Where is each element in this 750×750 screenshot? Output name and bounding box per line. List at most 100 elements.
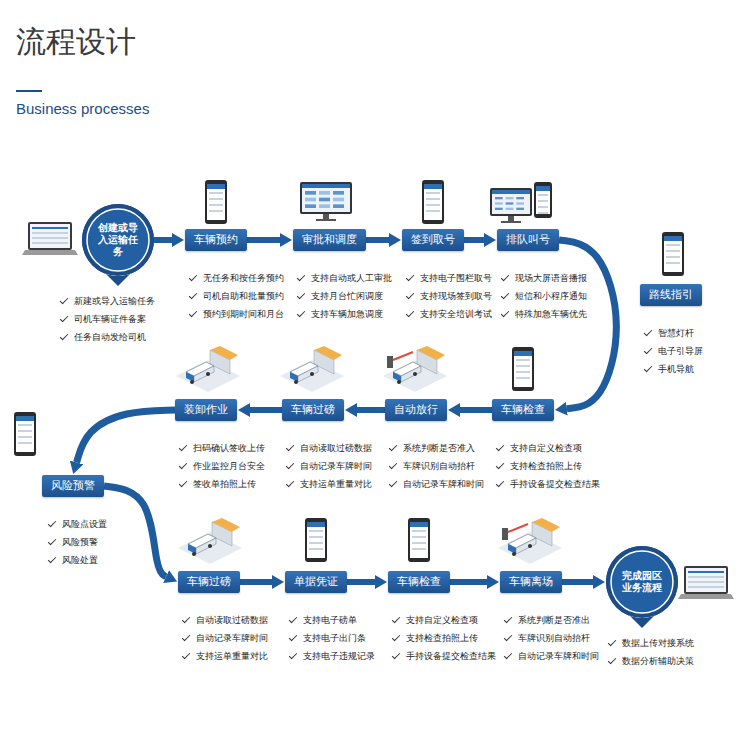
flow-arrow (240, 579, 272, 585)
process-box: 车辆过磅 (282, 399, 344, 421)
map-pin-node: 创建或导入运输任务新建或导入运输任务司机车辆证件备案任务自动发给司机 (80, 202, 156, 286)
bullet-item: 支持电子违规记录 (289, 647, 375, 665)
bullet-text: 自动记录车牌时间 (196, 629, 268, 647)
laptop-row (32, 232, 68, 234)
process-box: 车辆预约 (185, 229, 247, 251)
phone-screen (424, 184, 442, 220)
check-mark (392, 632, 400, 640)
yard-scene (176, 346, 240, 392)
bullet-item: 作业监控月台安全 (179, 457, 265, 475)
yard-scene (178, 518, 242, 564)
monitor-stand (508, 216, 514, 221)
process-node: 车辆检查支持自定义检查项支持检查拍照上传手持设备提交检查结果 (492, 399, 554, 421)
laptop-screen (686, 568, 726, 592)
phone-screen (307, 522, 325, 558)
bullet-list: 支持自动或人工审批支持月台忙闲调度支持车辆加急调度 (297, 269, 392, 323)
bullet-text: 支持运单重量对比 (300, 475, 372, 493)
check-mark (496, 478, 504, 486)
process-node: 风险预警风险点设置风险预警风险处置 (42, 475, 104, 497)
phone-line (412, 542, 426, 544)
check-mark (608, 637, 616, 645)
check-mark (504, 650, 512, 658)
check-mark (504, 632, 512, 640)
monitor-tile (305, 191, 316, 195)
subtitle: Business processes (16, 100, 149, 117)
phone-icon (408, 518, 430, 562)
bullet-text: 支持电子磅单 (303, 611, 357, 629)
process-node: 签到取号支持电子围栏取号支持现场签到取号支持安全培训考试 (402, 229, 464, 251)
bullet-item: 任务自动发给司机 (60, 328, 155, 346)
check-mark (644, 345, 652, 353)
bullet-list: 支持自定义检查项支持检查拍照上传手持设备提交检查结果 (392, 611, 496, 665)
ground (280, 360, 344, 392)
bullet-item: 系统判断是否准出 (504, 611, 599, 629)
monitor-stand (323, 214, 329, 219)
check-mark (496, 460, 504, 468)
flow-arrow (154, 237, 172, 243)
phone-line (538, 200, 548, 202)
phone-screen (664, 236, 682, 272)
phone-body (408, 518, 430, 562)
laptop-icon (678, 566, 734, 599)
trailer-side (401, 366, 421, 382)
bullet-text: 电子引导屏 (658, 342, 703, 360)
phone-icon (422, 180, 444, 224)
check-mark (286, 478, 294, 486)
process-box: 自动放行 (385, 399, 447, 421)
pin-label: 完成园区业务流程 (622, 570, 662, 594)
bullet-text: 扫码确认签收上传 (193, 439, 265, 457)
phone-body (512, 347, 534, 391)
laptop-row (688, 571, 724, 573)
monitor-bar (492, 190, 530, 194)
monitor-tile (516, 202, 524, 204)
phone-line (666, 244, 680, 246)
wheel (192, 552, 196, 556)
process-node: 路线指引智慧灯杆电子引导屏手机导航 (640, 284, 702, 306)
building-roof (212, 518, 240, 532)
flow-arrow (247, 237, 280, 243)
laptop-row (688, 576, 724, 578)
gate-post (387, 356, 393, 368)
laptop-screen (30, 224, 70, 248)
phone-icon (205, 180, 227, 224)
bullet-item: 风险处置 (48, 551, 107, 569)
wheel (208, 544, 212, 548)
check-mark (297, 272, 305, 280)
bullet-list: 现场大屏语音播报短信和小程序通知特殊加急车辆优先 (501, 269, 587, 323)
bullet-item: 自动记录车牌和时间 (504, 647, 599, 665)
check-mark (48, 554, 56, 562)
bullet-item: 无任务和按任务预约 (189, 269, 284, 287)
process-box: 排队叫号 (497, 229, 559, 251)
phone-icon (305, 518, 327, 562)
flow-arrow (464, 237, 484, 243)
bullet-item: 现场大屏语音播报 (501, 269, 587, 287)
bullet-text: 支持自动或人工审批 (311, 269, 392, 287)
monitor-tile (333, 191, 344, 195)
bullet-text: 支持电子出门条 (303, 629, 366, 647)
bullet-item: 系统判断是否准入 (389, 439, 484, 457)
bullet-item: 司机车辆证件备案 (60, 310, 155, 328)
monitor-tile (305, 198, 316, 202)
laptop-row (32, 227, 68, 229)
pin-ring (87, 209, 149, 271)
bullet-text: 预约到期时间和月台 (203, 305, 284, 323)
check-mark (289, 650, 297, 658)
map-pin-node: 完成园区业务流程数据上传对接系统数据分析辅助决策 (604, 544, 680, 628)
monitor-tile (319, 191, 330, 195)
bullet-text: 自动记录车牌时间 (300, 457, 372, 475)
bullet-item: 自动记录车牌时间 (286, 457, 372, 475)
process-node: 车辆离场系统判断是否准出车牌识别自动抬杆自动记录车牌和时间 (500, 571, 562, 593)
bullet-item: 数据分析辅助决策 (608, 652, 694, 670)
bullet-item: 车牌识别自动抬杆 (389, 457, 484, 475)
phone-line (666, 250, 680, 252)
bullet-text: 风险处置 (62, 551, 98, 569)
bullet-item: 支持现场签到取号 (406, 287, 492, 305)
process-node: 车辆预约无任务和按任务预约司机自助和批量预约预约到期时间和月台 (185, 229, 247, 251)
monitor-tile (516, 197, 524, 199)
process-node: 排队叫号现场大屏语音播报短信和小程序通知特殊加急车辆优先 (497, 229, 559, 251)
flow-arrow (366, 237, 389, 243)
process-box: 车辆检查 (492, 399, 554, 421)
phone-line (309, 542, 323, 544)
phone-line (426, 210, 440, 212)
phone-header (207, 184, 225, 189)
